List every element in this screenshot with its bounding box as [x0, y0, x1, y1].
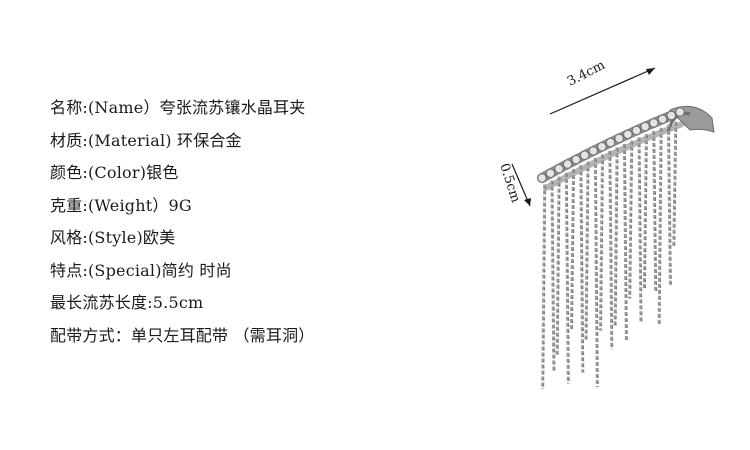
chain-link-shadow — [595, 159, 599, 388]
chain-link-strand — [652, 130, 658, 293]
tassel-chain — [541, 184, 547, 390]
crystal-bar-lower-band — [543, 121, 685, 191]
crystal-stone — [631, 125, 642, 136]
spec-special: 特点:(Special)简约 时尚 — [50, 260, 232, 280]
chain-link-shadow — [600, 156, 604, 331]
width-arrowhead — [646, 68, 655, 75]
width-dimension: 3.4cm — [549, 58, 656, 115]
chain-link-shadow — [639, 139, 643, 324]
chain-link-strand — [672, 121, 678, 246]
crystal-stone — [537, 173, 547, 183]
tassel-chain — [570, 168, 575, 331]
chain-link-shadow — [654, 132, 657, 293]
tassel-chain — [613, 147, 619, 328]
crystal-stone — [554, 164, 564, 174]
tassel-chain — [672, 121, 678, 246]
chain-link-strand — [608, 150, 614, 350]
chain-link-shadow — [571, 170, 575, 331]
width-dimension-line — [549, 67, 656, 115]
chain-link-strand — [579, 165, 585, 373]
chain-link-strand — [541, 184, 547, 390]
tassel-chain — [637, 137, 643, 324]
chain-link-shadow — [659, 129, 663, 327]
spec-tassel-length: 最长流苏长度:5.5cm — [50, 293, 204, 312]
tassel-chain — [555, 176, 561, 357]
crystal-stones — [537, 107, 685, 183]
spec-name: 名称:(Name）夸张流苏镶水晶耳夹 — [50, 98, 306, 117]
chain-link-shadow — [630, 142, 633, 299]
crystal-stone — [649, 118, 659, 128]
tassel-chain — [579, 165, 585, 373]
chain-link-strand — [593, 157, 599, 388]
width-label: 3.4cm — [565, 58, 608, 90]
tassel-chain — [608, 150, 614, 350]
spec-list: 名称:(Name）夸张流苏镶水晶耳夹 材质:(Material) 环保合金 颜色… — [50, 96, 410, 356]
crystal-stone — [675, 107, 685, 117]
chain-link-strand — [628, 140, 634, 299]
crystal-stone — [666, 110, 677, 121]
spec-material: 材质:(Material) 环保合金 — [50, 130, 242, 150]
tassel-chain — [622, 143, 628, 343]
spec-color: 颜色:(Color)银色 — [50, 163, 179, 182]
tassel-chain — [642, 134, 648, 289]
earring-illustration: 3.4cm 0.5cm — [496, 58, 715, 390]
chain-link-shadow — [610, 152, 614, 350]
tassel-chain — [550, 180, 556, 373]
crystal-stone — [545, 168, 556, 179]
tassel-chain — [628, 140, 634, 299]
chain-link-shadow — [543, 186, 546, 390]
chain-link-strand — [657, 127, 663, 327]
tassel-chain — [652, 130, 658, 293]
tassel-chain — [584, 161, 590, 342]
chain-link-strand — [642, 134, 648, 289]
crystal-stone — [657, 114, 668, 124]
crystal-stone — [588, 146, 599, 156]
product-image: 3.4cm 0.5cm — [490, 40, 740, 450]
chain-link-shadow — [644, 136, 648, 289]
crystal-stone — [640, 121, 650, 132]
height-dimension: 0.5cm — [496, 162, 531, 207]
chain-link-shadow — [674, 123, 678, 246]
spec-style: 风格:(Style)欧美 — [50, 228, 176, 247]
tassel-chain — [666, 124, 672, 286]
crystal-stone — [571, 154, 581, 165]
chain-link-shadow — [668, 126, 672, 286]
height-dimension-line — [511, 163, 531, 207]
crystal-stone — [597, 142, 607, 152]
crystal-stone — [614, 133, 624, 144]
chain-link-shadow — [566, 174, 570, 384]
tassel-chain — [657, 127, 663, 327]
chain-link-strand — [637, 137, 643, 324]
tassel-chains — [541, 121, 678, 390]
chain-link-strand — [599, 154, 604, 331]
chain-link-strand — [564, 172, 570, 384]
chain-link-strand — [570, 168, 575, 331]
tassel-chain — [564, 172, 570, 384]
chain-link-shadow — [624, 145, 628, 343]
chain-link-strand — [666, 124, 672, 286]
tassel-chain — [599, 154, 604, 331]
spec-wearing-method: 配带方式：单只左耳配带 （需耳洞） — [50, 325, 315, 345]
crystal-stone — [623, 129, 633, 140]
chain-link-strand — [550, 180, 556, 373]
crystal-stone — [580, 150, 590, 160]
height-label: 0.5cm — [496, 162, 523, 205]
crystal-stone — [605, 137, 616, 148]
chain-link-shadow — [552, 182, 556, 373]
crystal-stone — [562, 159, 573, 169]
chain-link-strand — [622, 143, 628, 343]
chain-link-shadow — [581, 167, 585, 373]
height-arrowhead — [524, 198, 531, 206]
spec-weight: 克重:(Weight）9G — [50, 195, 192, 215]
tassel-chain — [593, 157, 599, 388]
